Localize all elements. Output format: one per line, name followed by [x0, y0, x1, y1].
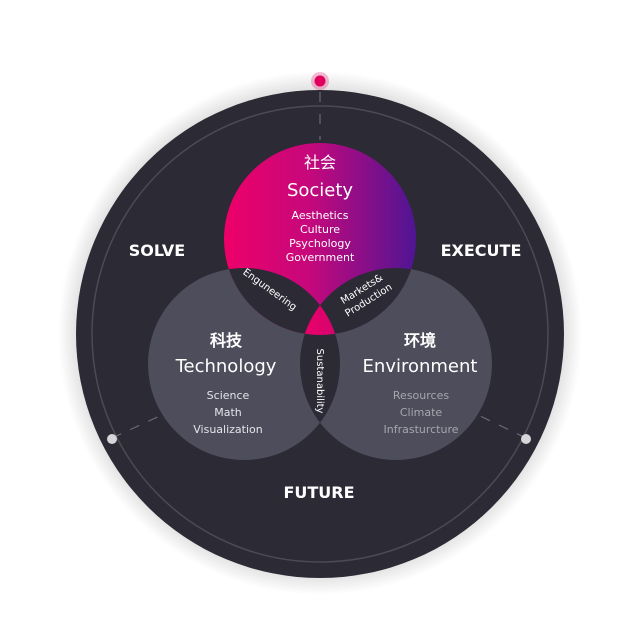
label-future: FUTURE — [283, 483, 354, 502]
technology-item: Visualization — [193, 423, 263, 436]
environment-title-zh: 环境 — [404, 331, 436, 350]
spoke-left — [111, 413, 165, 439]
society-title-zh: 社会 — [304, 153, 336, 172]
society-item: Psychology — [289, 237, 351, 250]
society-title-en: Society — [287, 180, 353, 201]
environment-item: Infrasturcture — [383, 423, 458, 436]
technology-item: Science — [207, 389, 250, 402]
technology-title-en: Technology — [175, 356, 277, 377]
label-execute: EXECUTE — [441, 241, 522, 260]
spoke-right — [475, 413, 527, 439]
lens-society-environment — [300, 268, 416, 335]
environment-item: Resources — [393, 389, 449, 402]
left-dot — [107, 434, 117, 444]
label-solve: SOLVE — [129, 241, 185, 260]
technology-title-zh: 科技 — [210, 331, 243, 350]
top-dot-glow — [311, 72, 329, 90]
right-dot — [521, 434, 531, 444]
overlap-sustainability: Sustanability — [314, 349, 325, 414]
guide-ring — [91, 105, 549, 563]
society-item: Government — [286, 251, 355, 264]
label-solution: 方案 — [551, 448, 582, 466]
environment-title-en: Environment — [363, 356, 478, 377]
society-item: Aesthetics — [291, 209, 348, 222]
label-expression: 表达 — [59, 448, 89, 466]
environment-item: Climate — [400, 406, 443, 419]
lens-society-technology — [224, 268, 340, 335]
technology-item: Math — [214, 406, 242, 419]
top-dot — [314, 75, 326, 87]
label-theory: 理论 — [305, 44, 336, 62]
society-item: Culture — [300, 223, 340, 236]
